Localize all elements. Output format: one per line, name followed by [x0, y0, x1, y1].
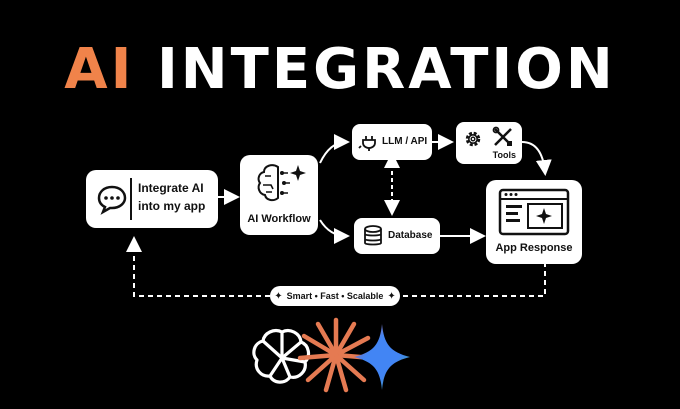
brain-sparkle-icon [257, 164, 306, 202]
page-title: AI INTEGRATION [0, 38, 680, 102]
database-icon [364, 225, 382, 246]
gear-icon [465, 131, 481, 147]
starburst-logo [297, 317, 375, 393]
arrow-tools-response [521, 141, 552, 176]
llm-label: LLM / API [382, 136, 428, 147]
node-database: Database [354, 218, 440, 254]
badge-label: Smart • Fast • Scalable [286, 291, 384, 301]
plug-icon [358, 136, 376, 151]
node-tools: Tools [456, 122, 522, 164]
sparkle-icon: ✦ [274, 290, 283, 302]
node-app-response: App Response [486, 180, 582, 264]
openai-logo [252, 329, 311, 384]
user-label-line1: Integrate AI [138, 181, 204, 195]
response-label: App Response [495, 242, 573, 254]
wrench-icon [492, 126, 512, 146]
feature-badge: ✦ Smart • Fast • Scalable ✦ [270, 286, 400, 306]
tools-label: Tools [492, 150, 516, 160]
node-llm-api: LLM / API [352, 124, 432, 160]
node-divider [130, 178, 132, 220]
app-window-icon [498, 188, 570, 236]
node-user-request: Integrate AI into my app [86, 170, 218, 228]
title-main: INTEGRATION [156, 37, 616, 102]
user-label-line2: into my app [138, 199, 206, 213]
feedback-loop [134, 240, 546, 297]
gemini-logo [354, 324, 410, 390]
arrow-workflow-llm [319, 134, 350, 164]
chat-bubble-icon [97, 185, 127, 215]
sparkle-icon: ✦ [387, 290, 396, 302]
workflow-label: AI Workflow [247, 213, 311, 225]
title-accent: AI [64, 37, 135, 102]
node-ai-workflow: AI Workflow [240, 155, 318, 235]
arrow-workflow-db [319, 219, 350, 244]
database-label: Database [388, 230, 433, 241]
